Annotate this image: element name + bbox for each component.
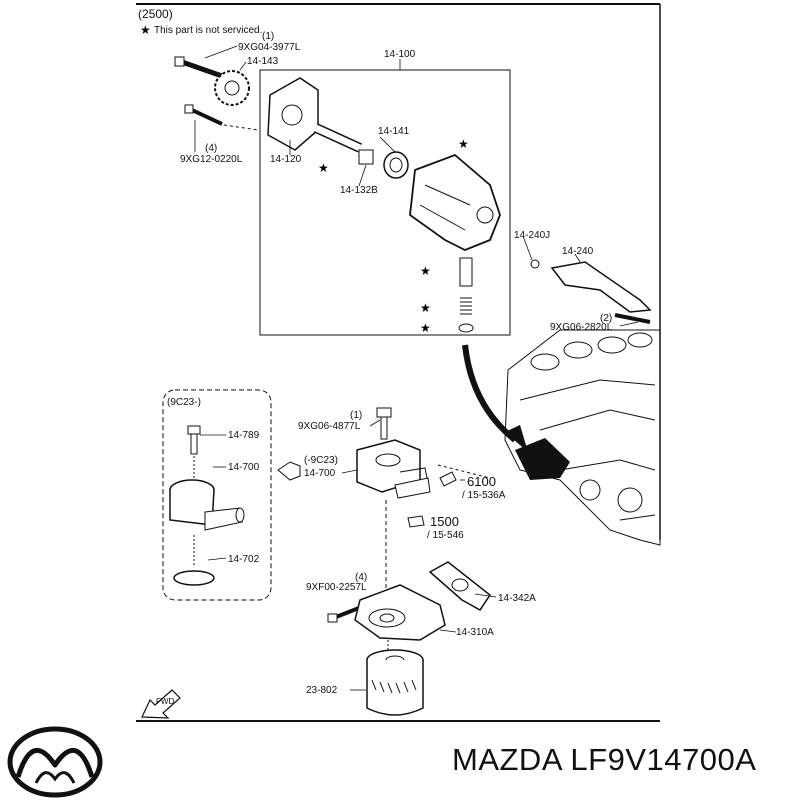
shaft [313, 123, 363, 153]
label-9xg04: 9XG04-3977L [238, 42, 301, 53]
label-14-240j: 14-240J [514, 230, 550, 241]
label-14-700-center: 14-700 [304, 468, 336, 479]
label-15-546: / 15-546 [427, 530, 464, 541]
oil-cooler-left [169, 479, 245, 531]
label-14-141: 14-141 [378, 126, 410, 137]
star-icon: ★ [420, 264, 431, 278]
label-1500: 1500 [430, 514, 459, 529]
variant-label-9c23: (9C23-) [167, 397, 201, 408]
bolt-9xg12 [184, 104, 259, 131]
label-14-789: 14-789 [228, 430, 260, 441]
star-icon: ★ [458, 137, 469, 151]
star-icon: ★ [140, 23, 151, 37]
reference-arrow-6100 [439, 471, 457, 487]
label-9xg06-4877-qty: (1) [350, 410, 362, 421]
label-9xg06-2820-qty: (2) [600, 313, 612, 324]
label-9xg12: 9XG12-0220L [180, 154, 243, 165]
gasket-14-342a [428, 561, 492, 611]
label-14-132b: 14-132B [340, 185, 378, 196]
pump-cover-14-120 [267, 77, 319, 151]
label-14-700-left: 14-700 [228, 462, 260, 473]
bolt-9xg04 [174, 56, 223, 79]
assembly-arrow-head [505, 425, 528, 452]
rotor-14-132b [358, 149, 374, 165]
star-icon: ★ [420, 301, 431, 315]
pump-body [409, 153, 501, 251]
not-serviced-note: This part is not serviced. [154, 25, 262, 36]
gasket-14-702 [173, 570, 215, 586]
label-14-240: 14-240 [562, 246, 594, 257]
forward-label: FWD [156, 697, 174, 706]
variant-box-9c23 [162, 389, 272, 601]
bolt-9xg06-4877 [376, 407, 392, 440]
label-9xg06-2820: 9XG06-2820L [550, 322, 613, 333]
label-23-802: 23-802 [306, 685, 338, 696]
oil-cooler-14-700 [356, 439, 431, 499]
label-9xf00: 9XF00-2257L [306, 582, 367, 593]
label-minus-9c23: (-9C23) [304, 455, 338, 466]
leader-lines [194, 45, 639, 691]
relief-spring [460, 297, 472, 315]
relief-plunger [459, 257, 473, 287]
oil-filter-23-802 [366, 649, 424, 716]
oil-strainer-14-240 [530, 259, 652, 324]
label-9xg04-qty: (1) [262, 31, 274, 42]
star-icon: ★ [420, 321, 431, 335]
sprocket-14-143 [214, 70, 250, 106]
label-14-100: 14-100 [384, 49, 416, 60]
relief-plug [458, 323, 474, 333]
leader-line [437, 464, 491, 479]
bolt-14-789 [187, 425, 201, 455]
alternate-arrow-icon [277, 461, 301, 481]
label-14-143: 14-143 [247, 56, 279, 67]
label-9xg12-qty: (4) [205, 143, 217, 154]
group-code: (2500) [138, 7, 173, 21]
label-14-310a: 14-310A [456, 627, 494, 638]
mazda-logo [7, 726, 103, 798]
oil-pump-box [259, 69, 511, 336]
label-15-536a: / 15-536A [462, 490, 506, 501]
engine-block [504, 329, 661, 546]
label-14-120: 14-120 [270, 154, 302, 165]
label-9xf00-qty: (4) [355, 572, 367, 583]
reference-arrow-1500 [407, 515, 425, 528]
star-icon: ★ [318, 161, 329, 175]
label-14-702: 14-702 [228, 554, 260, 565]
filter-adapter-14-310a [354, 584, 446, 641]
label-9xg06-4877: 9XG06-4877L [298, 421, 361, 432]
forward-arrow-icon [141, 689, 181, 719]
oil-pump-installed [515, 438, 570, 480]
label-6100: 6100 [467, 474, 496, 489]
ring-14-141 [383, 151, 409, 179]
label-14-342a: 14-342A [498, 593, 536, 604]
footer-title: MAZDA LF9V14700A [452, 742, 757, 777]
